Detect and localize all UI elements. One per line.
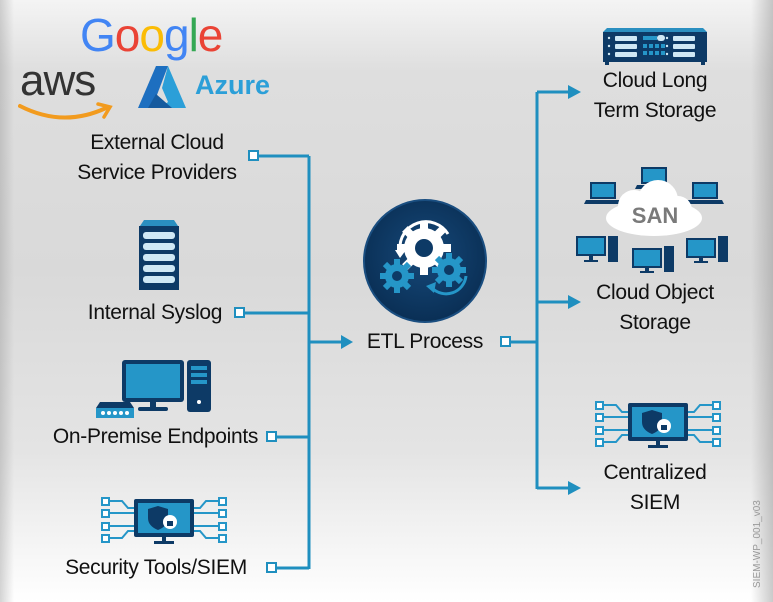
arrow-object-storage [568,295,581,309]
google-letter: l [188,9,199,61]
source-label-line: External Cloud [90,131,224,154]
destination-cloud-long-term: Cloud Long Term Storage [585,66,725,126]
destination-label-line: Storage [619,311,691,334]
destination-label-line: SIEM [629,491,681,514]
document-id-watermark: SIEM-WP_001_v03 [752,500,763,588]
arrow-to-etl [341,335,353,349]
google-letter: o [139,9,165,61]
source-label-line: On-Premise Endpoints [52,425,259,448]
google-letter: G [80,9,116,61]
destination-label-line: Centralized [603,461,707,484]
source-external-cloud: External Cloud Service Providers [72,128,242,188]
azure-logo-text: Azure [195,70,271,100]
google-letter: g [163,9,190,61]
arrow-long-term [568,85,581,99]
aws-logo: aws [20,56,96,106]
port-security-tools [266,562,277,573]
google-logo: Google [80,8,224,62]
destination-label-line: Cloud Object [596,281,714,304]
azure-logo-icon [138,66,186,108]
aws-text: aws [20,56,96,105]
etl-process-label: ETL Process [360,327,490,357]
desktop-computer-icon [96,360,211,418]
source-security-tools: Security Tools/SIEM [56,553,256,583]
destination-cloud-object: Cloud Object Storage [585,278,725,338]
port-on-premise [266,431,277,442]
port-internal-syslog [234,307,245,318]
storage-array-icon [603,28,707,65]
port-etl-out [500,336,511,347]
security-monitor-icon [595,401,721,448]
google-letter: o [114,9,141,61]
destination-label-line: Term Storage [593,99,717,122]
gears-icon [363,199,487,323]
port-external-cloud [248,150,259,161]
process-label: ETL Process [366,330,484,353]
san-label: SAN [631,203,679,228]
laptop-icon [584,182,622,204]
security-monitor-icon [101,497,227,544]
google-letter: e [197,9,224,61]
source-label-line: Service Providers [77,161,237,184]
san-network-icon [576,167,728,273]
aws-smile-icon [18,102,113,120]
source-label-line: Security Tools/SIEM [65,556,247,579]
destination-label-line: Cloud Long [602,69,708,92]
source-internal-syslog: Internal Syslog [80,298,230,328]
arrow-siem [568,481,581,495]
server-rack-icon [139,220,179,290]
source-on-premise-endpoints: On-Premise Endpoints [48,422,263,452]
destination-centralized-siem: Centralized SIEM [585,458,725,518]
source-label-line: Internal Syslog [87,301,223,324]
